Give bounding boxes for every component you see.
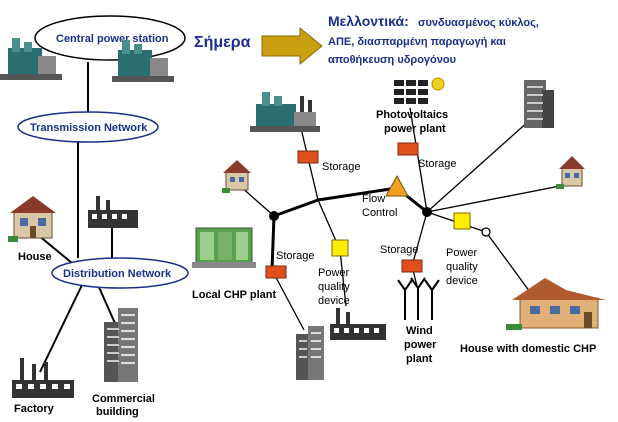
- storage-box: [397, 142, 419, 156]
- house-icon: [556, 156, 585, 189]
- house-icon: [222, 160, 251, 193]
- photovoltaics-icon: [394, 77, 445, 104]
- power-quality-label-line2: quality: [318, 281, 350, 293]
- storage-label: Storage: [322, 161, 361, 173]
- commercial-building-icon: [296, 326, 324, 380]
- photovoltaics-label-line2: power plant: [384, 123, 446, 135]
- house-icon: [8, 196, 56, 242]
- junction-node: [481, 227, 491, 237]
- power-station-icon: [112, 40, 174, 82]
- factory-icon: [330, 308, 386, 340]
- house-domestic-chp-label: House with domestic CHP: [460, 343, 596, 355]
- power-quality-label-line3: device: [446, 275, 478, 287]
- wind-plant-label-line2: power: [404, 339, 437, 351]
- storage-label: Storage: [276, 250, 315, 262]
- storage-label: Storage: [380, 244, 419, 256]
- flow-control-label-line1: Flow: [362, 193, 385, 205]
- photovoltaics-label-line1: Photovoltaics: [376, 109, 448, 121]
- local-chp-label: Local CHP plant: [192, 289, 276, 301]
- future-network-thin-lines: [239, 107, 561, 331]
- power-quality-label-line2: quality: [446, 261, 478, 273]
- house-icon: [506, 278, 606, 330]
- transmission-network-label: Transmission Network: [30, 122, 148, 134]
- storage-box: [265, 265, 287, 279]
- power-quality-label-line1: Power: [446, 247, 478, 259]
- heading-today: Σήμερα: [194, 34, 251, 51]
- wind-turbine-icon: [397, 277, 440, 320]
- commercial-building-icon: [104, 308, 138, 382]
- factory-label: Factory: [14, 403, 55, 415]
- heading-future-title: Μελλοντικά:: [328, 13, 409, 29]
- distribution-network-oval: [51, 257, 189, 289]
- heading-future-line2: ΑΠΕ, διασπαρμένη παραγωγή και: [328, 36, 506, 48]
- flow-control-icon: [385, 174, 409, 197]
- storage-box: [297, 150, 319, 164]
- junction-node: [422, 207, 432, 217]
- arrow-icon: [261, 26, 323, 66]
- power-quality-label-line3: device: [318, 295, 350, 307]
- power-quality-label-line1: Power: [318, 267, 350, 279]
- junction-node: [269, 211, 279, 221]
- commercial-building-label-line1: Commercial: [92, 393, 155, 405]
- commercial-building-icon: [524, 80, 554, 128]
- commercial-building-label-line2: building: [96, 406, 139, 418]
- power-quality-device: [331, 239, 349, 257]
- wind-plant-label-line1: Wind: [406, 325, 433, 337]
- central-power-station-label: Central power station: [56, 33, 169, 45]
- transmission-network-oval: [17, 111, 159, 143]
- heading-future-line1: συνδυασμένος κύκλος,: [418, 17, 539, 29]
- distribution-network-label: Distribution Network: [63, 268, 172, 280]
- factory-icon: [12, 358, 74, 398]
- flow-control-label-line2: Control: [362, 207, 397, 219]
- central-power-station-oval: [34, 15, 186, 61]
- heading-future-line3: αποθήκευση υδρογόνου: [328, 54, 456, 66]
- wind-plant-label-line3: plant: [406, 353, 433, 365]
- power-station-icon: [250, 92, 320, 132]
- power-quality-device: [453, 212, 471, 230]
- house-label: House: [18, 251, 52, 263]
- power-station-icon: [0, 38, 62, 80]
- chp-plant-icon: [192, 227, 256, 268]
- left-network-lines: [37, 62, 119, 373]
- storage-label: Storage: [418, 158, 457, 170]
- factory-icon: [88, 196, 138, 228]
- storage-box: [401, 259, 423, 273]
